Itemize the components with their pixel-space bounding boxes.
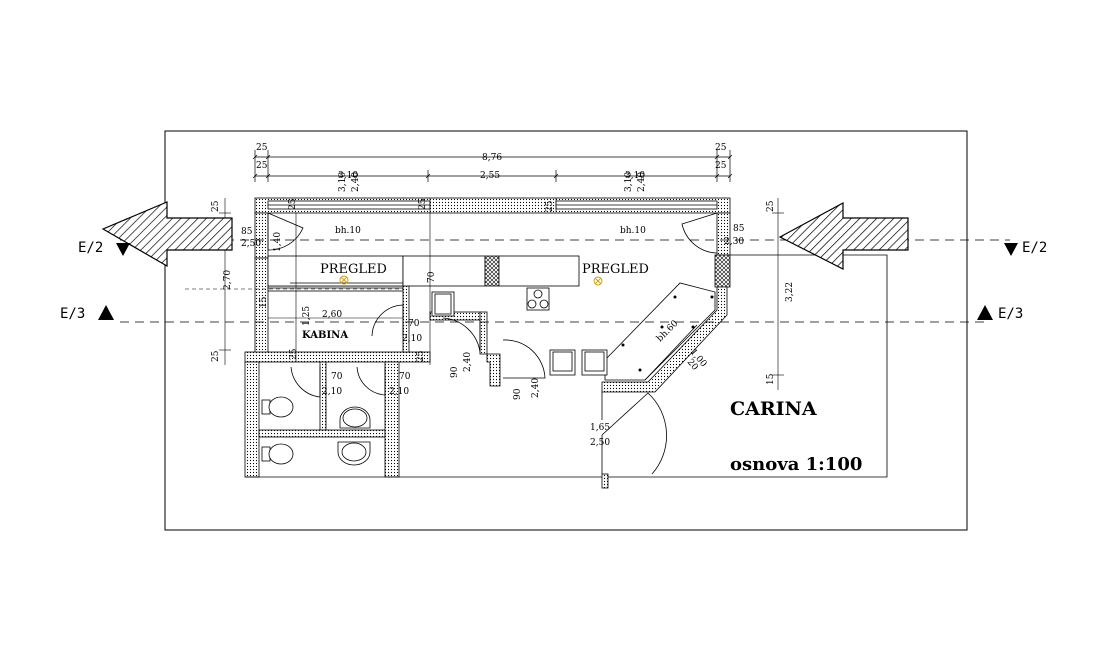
dim-25b: 25 bbox=[289, 348, 299, 360]
dim-kabina-70: 70 bbox=[408, 319, 420, 329]
dim-r322: 3,22 bbox=[785, 282, 795, 302]
dim-top-310a: 3,10 bbox=[338, 171, 358, 181]
doors bbox=[267, 212, 718, 475]
dim-win-310b: 3,10 bbox=[624, 172, 634, 192]
dim-140: 1,40 bbox=[273, 232, 283, 252]
sanitary bbox=[261, 396, 371, 466]
counters bbox=[267, 255, 716, 381]
dim-top-total: 8,76 bbox=[482, 153, 502, 163]
section-label-e2-left: E/2 bbox=[78, 240, 103, 256]
dim-top-255: 2,55 bbox=[480, 171, 500, 181]
dim-top-25a: 25 bbox=[256, 143, 268, 153]
dim-r25: 25 bbox=[766, 200, 776, 212]
counter-markers bbox=[621, 295, 714, 372]
section-marker-e3-right bbox=[977, 305, 993, 320]
dim-165: 1,65 bbox=[590, 423, 610, 433]
dim-wc2-70: 70 bbox=[399, 372, 411, 382]
dim-side-25b: 25 bbox=[211, 350, 221, 362]
dim-260: 2,60 bbox=[322, 310, 342, 320]
section-marker-e2-left bbox=[116, 243, 130, 256]
dim-bh10a: bh.10 bbox=[335, 226, 361, 236]
dim-wc1-210: 2,10 bbox=[322, 387, 342, 397]
section-marker-e3-left bbox=[98, 305, 114, 320]
dim-top-25d: 25 bbox=[715, 161, 727, 171]
dim-240b: 2,40 bbox=[531, 378, 541, 398]
dim-250a: 2,50 bbox=[241, 239, 261, 249]
dim-15: 15 bbox=[259, 296, 269, 308]
interior-dimension-lines bbox=[185, 198, 784, 390]
dim-250b: 2,30 bbox=[724, 237, 744, 247]
chairs bbox=[431, 287, 608, 376]
dim-bh10b: bh.10 bbox=[620, 226, 646, 236]
dim-kabina-210: 2,10 bbox=[402, 334, 422, 344]
dim-125: 1,25 bbox=[302, 306, 312, 326]
dim-wc1-70: 70 bbox=[331, 372, 343, 382]
section-label-e2-right: E/2 bbox=[1022, 240, 1047, 256]
dim-top-310b: 3,10 bbox=[625, 171, 645, 181]
top-dimensions bbox=[252, 150, 733, 182]
dim-win-240b: 2,40 bbox=[637, 172, 647, 192]
dim-side-25a: 25 bbox=[211, 200, 221, 212]
dim-85a: 85 bbox=[241, 227, 253, 237]
drawing-frame bbox=[164, 130, 968, 531]
entry-arrow-right bbox=[778, 201, 909, 270]
dim-25wc: 25 bbox=[545, 200, 555, 212]
light-fixtures bbox=[339, 275, 603, 286]
drawing-scale: osnova 1:100 bbox=[730, 454, 862, 475]
section-label-e3-left: E/3 bbox=[60, 306, 85, 322]
dim-25wa: 25 bbox=[288, 198, 298, 210]
dim-85b: 85 bbox=[733, 224, 745, 234]
dim-240a: 2,40 bbox=[463, 352, 473, 372]
room-label-pregled-left: PREGLED bbox=[320, 262, 387, 277]
section-marker-e2-right bbox=[1004, 243, 1018, 256]
dim-wc2-210: 2,10 bbox=[389, 387, 409, 397]
dim-win-240a: 2,40 bbox=[351, 172, 361, 192]
dim-r15: 15 bbox=[766, 373, 776, 385]
room-label-pregled-right: PREGLED bbox=[582, 262, 649, 277]
dim-25wb: 25 bbox=[418, 198, 428, 210]
room-label-kabina: KABINA bbox=[302, 330, 348, 341]
section-label-e3-right: E/3 bbox=[998, 306, 1023, 322]
drawing-title: CARINA bbox=[730, 398, 817, 420]
dim-win-310a: 3,10 bbox=[338, 172, 348, 192]
dim-250c: 2,50 bbox=[590, 438, 610, 448]
dim-top-25b: 25 bbox=[256, 161, 268, 171]
dim-top-25c: 25 bbox=[715, 143, 727, 153]
walls bbox=[244, 197, 731, 489]
entry-arrow-left bbox=[101, 201, 233, 268]
dim-side-270: 2,70 bbox=[223, 270, 233, 290]
dim-70: 70 bbox=[427, 271, 437, 283]
outline bbox=[245, 254, 888, 478]
dim-90a: 90 bbox=[450, 366, 460, 378]
dim-25c: 25 bbox=[416, 350, 426, 362]
dim-90b: 90 bbox=[513, 388, 523, 400]
